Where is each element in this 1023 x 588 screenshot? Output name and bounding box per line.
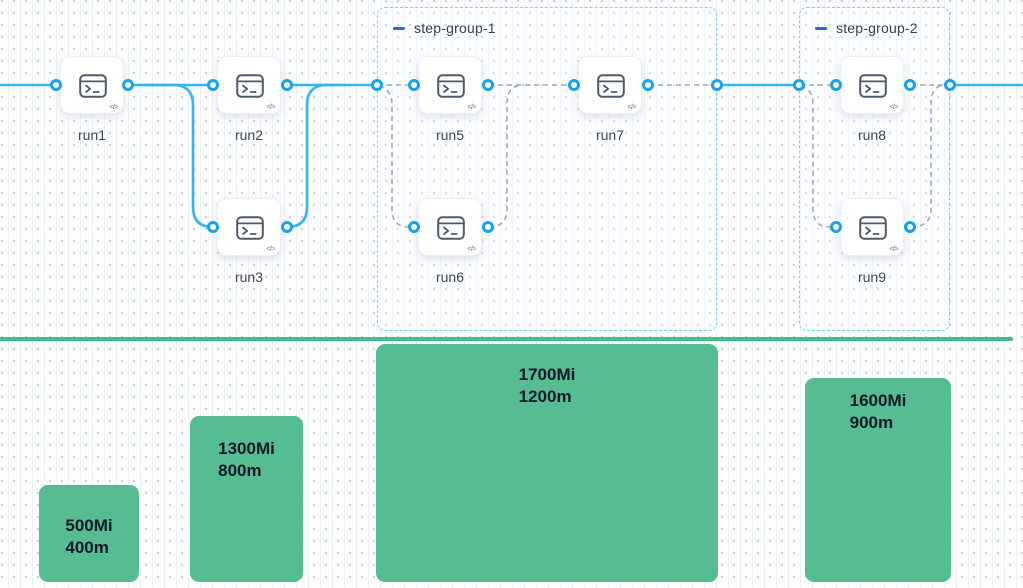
port-run7-left[interactable] (568, 79, 580, 91)
step-group-2-header: step-group-2 (815, 20, 918, 36)
terminal-icon (597, 74, 625, 98)
terminal-icon (437, 216, 465, 240)
terminal-icon (236, 74, 264, 98)
port-group2-left[interactable] (793, 79, 805, 91)
code-icon: </> (109, 104, 118, 111)
port-run1-right[interactable] (122, 79, 134, 91)
node-run2[interactable]: </> (217, 56, 281, 114)
terminal-icon (859, 216, 887, 240)
edge-run6-merge[interactable] (488, 84, 525, 228)
node-label-run9: run9 (857, 269, 887, 285)
terminal-icon (437, 74, 465, 98)
edge-run1-run3[interactable] (143, 83, 215, 229)
bar-cpu-value: 800m (218, 461, 262, 481)
port-run2-right[interactable] (281, 79, 293, 91)
edge-group1-run6[interactable] (378, 85, 410, 228)
collapse-dash-icon[interactable] (815, 26, 827, 30)
resource-bar-run2-run3: 1300Mi 800m (190, 416, 303, 582)
bar-memory-value: 500Mi (65, 516, 113, 535)
node-run1[interactable]: </> (60, 56, 124, 114)
terminal-icon (859, 74, 887, 98)
group-title: step-group-2 (836, 20, 918, 36)
bar-cpu-value: 900m (849, 413, 894, 433)
code-icon: </> (266, 246, 275, 253)
node-run3[interactable]: </> (217, 198, 281, 256)
collapse-dash-icon[interactable] (393, 26, 405, 30)
node-run6[interactable]: </> (418, 198, 482, 256)
node-run7[interactable]: </> (578, 56, 642, 114)
terminal-icon (79, 74, 107, 98)
node-label-run8: run8 (857, 127, 887, 143)
port-run6-left[interactable] (408, 221, 420, 233)
port-run8-right[interactable] (904, 79, 916, 91)
node-label-run3: run3 (234, 269, 264, 285)
bar-memory-value: 1700Mi (518, 365, 576, 384)
code-icon: </> (889, 246, 898, 253)
port-run3-left[interactable] (207, 221, 219, 233)
node-run9[interactable]: </> (840, 198, 904, 256)
node-run8[interactable]: </> (840, 56, 904, 114)
bar-cpu-value: 400m (65, 538, 109, 558)
node-label-run5: run5 (435, 127, 465, 143)
resource-bar-step-group-2: 1600Mi 900m (805, 378, 951, 582)
group-title: step-group-1 (414, 20, 496, 36)
resource-bar-step-group-1: 1700Mi 1200m (376, 344, 718, 582)
port-run7-right[interactable] (642, 79, 654, 91)
edge-group2-run9[interactable] (800, 85, 832, 228)
port-run1-left[interactable] (50, 79, 62, 91)
edge-run3-merge[interactable] (285, 83, 344, 229)
resource-bar-run1: 500Mi 400m (39, 485, 139, 582)
code-icon: </> (467, 104, 476, 111)
port-run9-right[interactable] (904, 221, 916, 233)
node-label-run6: run6 (435, 269, 465, 285)
bar-memory-value: 1600Mi (849, 391, 907, 410)
code-icon: </> (889, 104, 898, 111)
port-run3-right[interactable] (281, 221, 293, 233)
node-label-run1: run1 (77, 127, 107, 143)
port-run6-right[interactable] (482, 221, 494, 233)
port-run5-right[interactable] (482, 79, 494, 91)
node-label-run2: run2 (234, 127, 264, 143)
node-label-run7: run7 (595, 127, 625, 143)
code-icon: </> (627, 104, 636, 111)
stage-divider-line (0, 337, 1013, 341)
port-run5-left[interactable] (408, 79, 420, 91)
port-run9-left[interactable] (830, 221, 842, 233)
bar-memory-value: 1300Mi (218, 439, 275, 458)
terminal-icon (236, 216, 264, 240)
bar-cpu-value: 1200m (518, 387, 572, 407)
edge-run9-merge[interactable] (910, 84, 947, 228)
port-group1-left[interactable] (371, 79, 383, 91)
port-run2-left[interactable] (207, 79, 219, 91)
port-group2-right[interactable] (944, 79, 956, 91)
step-group-2[interactable]: step-group-2 (799, 7, 950, 331)
code-icon: </> (467, 246, 476, 253)
node-run5[interactable]: </> (418, 56, 482, 114)
code-icon: </> (266, 104, 275, 111)
port-group1-right[interactable] (711, 79, 723, 91)
step-group-1-header: step-group-1 (393, 20, 496, 36)
port-run8-left[interactable] (830, 79, 842, 91)
